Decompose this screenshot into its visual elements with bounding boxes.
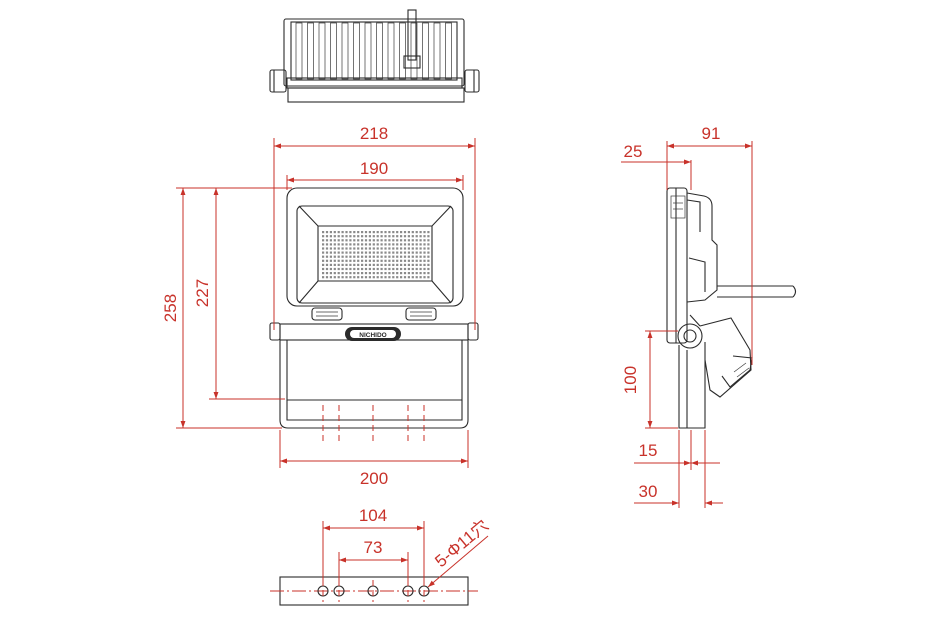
- dim-hole-span-outer: 104: [359, 506, 387, 525]
- led-array: [322, 231, 430, 279]
- dim-side-bracket-thickness: 15: [639, 441, 658, 460]
- side-view: 25 91 100 15 30: [621, 124, 797, 508]
- dim-bracket-width: 200: [360, 469, 388, 488]
- bracket-hole-centerlines: [322, 405, 425, 442]
- dim-hole-span-inner: 73: [364, 538, 383, 557]
- dim-front-width-overall: 218: [360, 124, 388, 143]
- dim-side-offset: 25: [624, 142, 643, 161]
- dim-side-bracket-depth: 30: [639, 482, 658, 501]
- logo-badge: NICHIDO: [359, 332, 386, 339]
- dim-front-height-face: 227: [193, 279, 212, 307]
- dim-side-bracket-height: 100: [621, 366, 640, 394]
- top-view: [269, 9, 480, 103]
- dim-front-width-face: 190: [360, 159, 388, 178]
- top-view-fins: [295, 22, 452, 80]
- front-view: NICHIDO 218 190 258 227: [161, 124, 479, 488]
- bracket-hole-detail: 104 73 5-Φ11穴: [270, 506, 492, 606]
- dim-front-height-overall: 258: [161, 294, 180, 322]
- dim-side-depth: 91: [702, 124, 721, 143]
- hole-note: 5-Φ11穴: [431, 516, 492, 571]
